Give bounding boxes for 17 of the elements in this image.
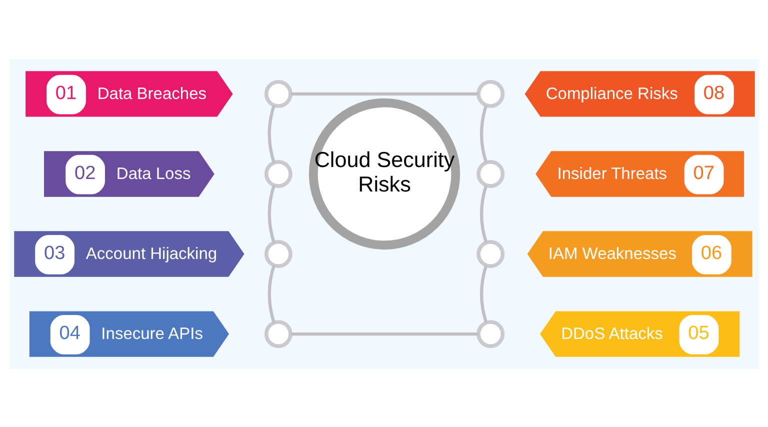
connector — [267, 184, 276, 243]
connector — [290, 92, 478, 96]
node-circle — [476, 240, 504, 268]
node-circle — [476, 320, 504, 348]
connector — [290, 332, 478, 336]
node-circle — [476, 79, 504, 108]
connector — [479, 184, 488, 243]
connector — [267, 264, 276, 323]
connector — [479, 104, 488, 163]
connector — [479, 264, 488, 323]
node-circle — [476, 160, 504, 188]
node-circle — [264, 320, 292, 348]
node-circle: Cloud Security Risks — [308, 98, 460, 250]
node-circle — [264, 240, 292, 268]
node-circle — [264, 79, 292, 108]
node-circle — [264, 160, 292, 188]
connector — [267, 104, 276, 163]
